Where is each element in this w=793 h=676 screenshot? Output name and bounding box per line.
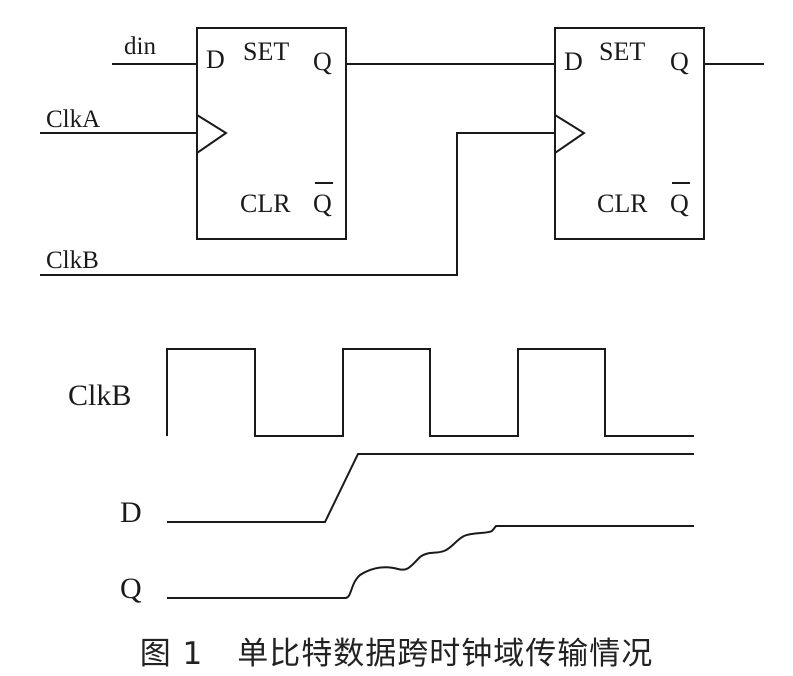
- d-waveform: [167, 453, 694, 523]
- figure-caption: 图 1 单比特数据跨时钟域传输情况: [0, 628, 793, 673]
- flip-flop-1: D SET Q CLR Q: [196, 27, 347, 240]
- timing-diagram: ClkB D Q: [68, 348, 694, 605]
- timing-d-label: D: [120, 496, 142, 529]
- flip-flop-2-clr-label: CLR: [597, 189, 648, 218]
- flip-flop-2-clock-triangle: [554, 113, 586, 155]
- timing-clkb-label: ClkB: [68, 379, 131, 412]
- clkb-label: ClkB: [46, 247, 99, 274]
- flip-flop-2-qbar-pin: Q: [670, 189, 689, 218]
- flip-flop-2-set-label: SET: [599, 37, 645, 66]
- flip-flop-2-d-pin: D: [564, 47, 583, 76]
- flip-flop-1-d-pin: D: [206, 45, 225, 74]
- flip-flop-1-qbar-pin: Q: [313, 189, 332, 218]
- flip-flop-2-q-pin: Q: [670, 47, 689, 76]
- figure-title: 单比特数据跨时钟域传输情况: [237, 636, 654, 672]
- schematic-wires: din ClkA ClkB: [40, 33, 764, 276]
- figure-number: 图 1: [139, 636, 204, 672]
- timing-q-label: Q: [120, 572, 142, 605]
- din-label: din: [124, 33, 156, 60]
- flip-flop-1-clock-triangle: [196, 113, 228, 155]
- clkb-waveform: [166, 348, 694, 437]
- clka-label: ClkA: [46, 106, 100, 133]
- flip-flop-1-q-pin: Q: [313, 47, 332, 76]
- flip-flop-1-set-label: SET: [243, 37, 289, 66]
- clkb-wire: [40, 132, 555, 276]
- q-waveform-metastable: [167, 525, 694, 599]
- flip-flop-1-clr-label: CLR: [240, 189, 291, 218]
- flip-flop-2: D SET Q CLR Q: [554, 27, 705, 240]
